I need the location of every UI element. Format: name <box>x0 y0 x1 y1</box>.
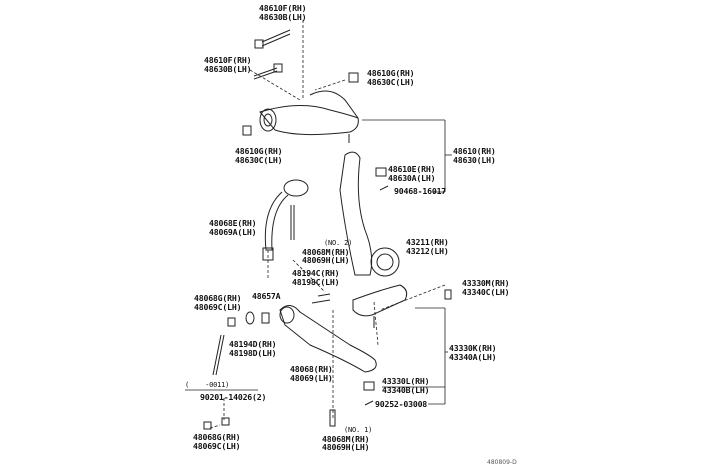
part-number: 48068E(RH) <box>209 218 257 228</box>
label-bolt-no2[interactable]: (NO. 2)48068M(RH)48069H(LH) <box>302 239 352 265</box>
figure-code: 480809-D <box>487 459 517 466</box>
label-cotter-pin-upper[interactable]: 90468-16017 <box>394 187 446 196</box>
part-number: 48069C(LH) <box>194 301 242 312</box>
label-lower-arm[interactable]: 48068(RH)48069(LH) <box>290 365 333 382</box>
part-number: 43340B(LH) <box>382 384 430 395</box>
upper-arm-drawing <box>242 29 359 143</box>
label-bolt-90201[interactable]: 90201-14026(2) <box>200 393 266 402</box>
label-upper-arm-bolt-left[interactable]: 48610F(RH)48630B(LH) <box>204 56 251 73</box>
part-number: 48194C(RH) <box>292 268 340 278</box>
part-number: 48068M(RH) <box>302 246 350 257</box>
part-number: 90252-03008 <box>375 399 428 409</box>
label-upper-arm-bolt-top[interactable]: 48610F(RH)48630B(LH) <box>259 4 306 21</box>
label-cam-plate[interactable]: 48194D(RH)48198D(LH) <box>229 340 276 357</box>
part-number: 48069(LH) <box>290 372 333 383</box>
part-number: 48068(RH) <box>290 364 333 374</box>
part-number: 48610F(RH) <box>259 3 307 13</box>
part-number: 48630C(LH) <box>367 76 415 87</box>
part-number: 48068G(RH) <box>194 293 242 303</box>
leader-lines <box>185 20 452 429</box>
part-number: 48610F(RH) <box>204 55 252 65</box>
part-number: 90201-14026(2) <box>200 392 267 402</box>
note-text: ( -0011) <box>185 381 230 389</box>
part-number: 48194D(RH) <box>229 339 277 349</box>
label-ball-joint-nut[interactable]: 43330L(RH)43340B(LH) <box>382 377 429 394</box>
lower-arm-drawing <box>203 284 452 430</box>
label-lower-nut-left[interactable]: 48068G(RH)48069C(LH) <box>194 294 241 311</box>
label-lower-nut-bottom[interactable]: 48068G(RH)48069C(LH) <box>193 433 240 450</box>
part-number: 48610G(RH) <box>235 146 283 156</box>
part-number: 48068G(RH) <box>193 432 241 442</box>
part-number: 43330M(RH) <box>462 278 510 288</box>
part-number: 48610G(RH) <box>367 68 415 78</box>
label-range-note: ( -0011) <box>185 381 229 390</box>
part-number: 48630(LH) <box>453 154 496 165</box>
part-number: 48069H(LH) <box>302 255 350 266</box>
knuckle-drawing <box>339 151 400 277</box>
part-number: 43212(LH) <box>406 245 449 256</box>
part-number: 48069A(LH) <box>209 226 257 237</box>
label-bushing[interactable]: 48657A <box>252 291 281 301</box>
part-number: 48198C(LH) <box>292 276 340 287</box>
part-number: 43330K(RH) <box>449 343 497 353</box>
label-strut-bar[interactable]: 48068E(RH)48069A(LH) <box>209 219 256 236</box>
label-upper-arm[interactable]: 48610(RH)48630(LH) <box>453 147 496 164</box>
part-number: 48069C(LH) <box>193 440 241 451</box>
part-number: 48630A(LH) <box>388 172 436 183</box>
part-number: 48069H(LH) <box>322 442 370 453</box>
label-upper-ball-nut[interactable]: 48610E(RH)48630A(LH) <box>388 165 435 182</box>
label-knuckle[interactable]: 43211(RH)43212(LH) <box>406 238 449 255</box>
label-cam-bolt[interactable]: 48194C(RH)48198C(LH) <box>292 269 339 286</box>
label-bolt-no1[interactable]: (NO. 1)48068M(RH)48069H(LH) <box>322 426 372 452</box>
part-number: 48610E(RH) <box>388 164 436 174</box>
part-number: 48610(RH) <box>453 146 496 156</box>
part-number: 48630C(LH) <box>235 154 283 165</box>
part-number: 43340A(LH) <box>449 351 497 362</box>
part-number: 48657A <box>252 291 281 301</box>
part-number: 43340C(LH) <box>462 286 510 297</box>
part-number: 90468-16017 <box>394 186 447 196</box>
label-cotter-pin-lower[interactable]: 90252-03008 <box>375 400 427 409</box>
strut-bar-drawing <box>262 179 309 261</box>
part-number: 48630B(LH) <box>204 63 252 74</box>
part-number: 43330L(RH) <box>382 376 430 386</box>
part-number: 43211(RH) <box>406 237 449 247</box>
note-text: (NO. 1) <box>344 426 373 434</box>
part-number: 48198D(LH) <box>229 347 277 358</box>
label-upper-arm-nut-right[interactable]: 48610G(RH)48630C(LH) <box>367 69 414 86</box>
label-ball-joint-bolt[interactable]: 43330M(RH)43340C(LH) <box>462 279 509 296</box>
label-upper-arm-nut-left[interactable]: 48610G(RH)48630C(LH) <box>235 147 282 164</box>
label-ball-joint[interactable]: 43330K(RH)43340A(LH) <box>449 344 496 361</box>
part-number: 48630B(LH) <box>259 11 307 22</box>
part-number: 48068M(RH) <box>322 433 370 444</box>
note-text: (NO. 2) <box>324 239 353 247</box>
